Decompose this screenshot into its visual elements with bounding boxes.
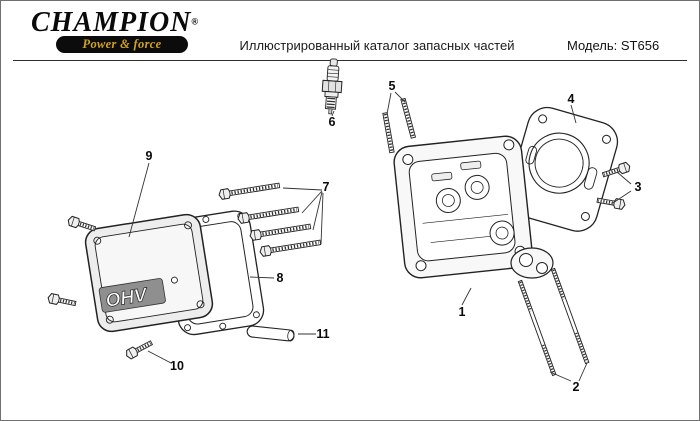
head-gasket [506,106,619,232]
callout-2: 2 [572,380,580,394]
short-stud-set [381,96,417,155]
brand-tagline: Power & force [82,37,162,52]
cover-screw-bottom [124,338,153,360]
callout-5: 5 [388,79,396,93]
catalog-subtitle: Иллюстрированный каталог запасных частей [239,38,515,53]
spark-plug [321,58,343,115]
registered-mark: ® [191,16,199,27]
brand-name: CHAMPION [31,7,192,38]
cover-screw-left [47,293,76,308]
callout-1: 1 [458,305,466,319]
callout-10: 10 [170,359,184,373]
callout-6: 6 [328,115,336,129]
callout-7: 7 [322,180,330,194]
valve-cover: OHV [84,213,214,333]
model-label: Модель: ST656 [567,38,660,53]
brand-line: CHAMPION® [31,8,198,37]
head-port-boss [510,247,554,279]
brand-tagline-banner: Power & force [56,36,188,54]
long-stud-set [517,267,591,377]
callout-9: 9 [145,149,153,163]
callout-3: 3 [634,180,642,194]
header-divider [13,60,687,61]
callout-11: 11 [316,327,330,341]
callout-8: 8 [276,271,284,285]
dowel-pin [246,325,295,342]
callout-4: 4 [567,92,575,106]
brand-logo: CHAMPION® Power & force [31,8,198,54]
leader-lines [128,91,632,382]
cylinder-head [393,135,533,279]
